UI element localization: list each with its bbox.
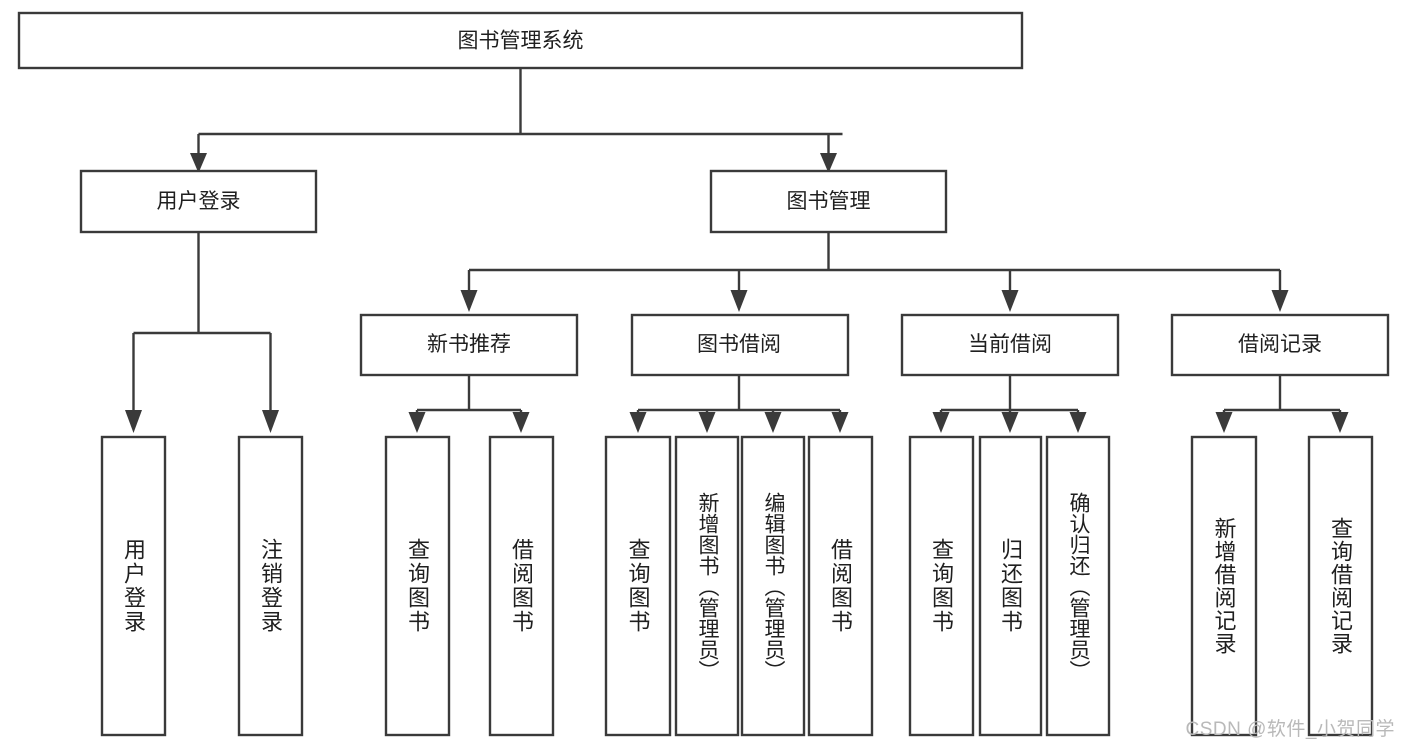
node-user-login-label: 用户登录 (157, 190, 241, 213)
leaf-box-book-borrow-3[interactable] (807, 435, 874, 737)
connector-user-login-to-leaves (125, 232, 279, 433)
leaf-box-book-borrow-0[interactable] (604, 435, 672, 737)
node-book-management-label: 图书管理 (787, 190, 871, 213)
watermark-text: CSDN @软件_小贺同学 (1185, 719, 1395, 740)
node-root-book-management-system[interactable]: 图书管理系统 (17, 11, 1024, 70)
node-book-management[interactable]: 图书管理 (709, 169, 948, 234)
leaf-box-book-borrow-1[interactable] (674, 435, 740, 737)
leaf-box-book-borrow-2[interactable] (740, 435, 806, 737)
connector-book-manage-to-level3 (460, 232, 1289, 312)
leaf-box-user-login-0[interactable] (100, 435, 167, 737)
node-current-borrow-label: 当前借阅 (968, 333, 1052, 356)
leaf-box-user-login-1[interactable] (237, 435, 304, 737)
connector-new-book-to-leaves (408, 375, 530, 433)
leaf-box-current-borrow-0[interactable] (908, 435, 975, 737)
node-book-borrow[interactable]: 图书借阅 (630, 313, 850, 377)
node-borrow-record[interactable]: 借阅记录 (1170, 313, 1390, 377)
node-user-login[interactable]: 用户登录 (79, 169, 318, 234)
connector-book-borrow-to-leaves (629, 375, 849, 433)
leaf-box-borrow-record-1[interactable] (1307, 435, 1374, 737)
leaf-box-new-book-0[interactable] (384, 435, 451, 737)
leaf-box-borrow-record-0[interactable] (1190, 435, 1258, 737)
connector-borrow-record-to-leaves (1215, 375, 1349, 433)
node-new-book-recommend-label: 新书推荐 (427, 333, 511, 356)
connector-root-to-level2 (190, 68, 843, 173)
node-root-label: 图书管理系统 (458, 30, 584, 53)
connector-current-borrow-to-leaves (932, 375, 1087, 433)
node-current-borrow[interactable]: 当前借阅 (900, 313, 1120, 377)
leaf-box-new-book-1[interactable] (488, 435, 555, 737)
node-book-borrow-label: 图书借阅 (697, 333, 781, 356)
leaf-box-current-borrow-2[interactable] (1045, 435, 1111, 737)
leaf-box-current-borrow-1[interactable] (978, 435, 1043, 737)
node-new-book-recommend[interactable]: 新书推荐 (359, 313, 579, 377)
node-borrow-record-label: 借阅记录 (1238, 333, 1322, 356)
